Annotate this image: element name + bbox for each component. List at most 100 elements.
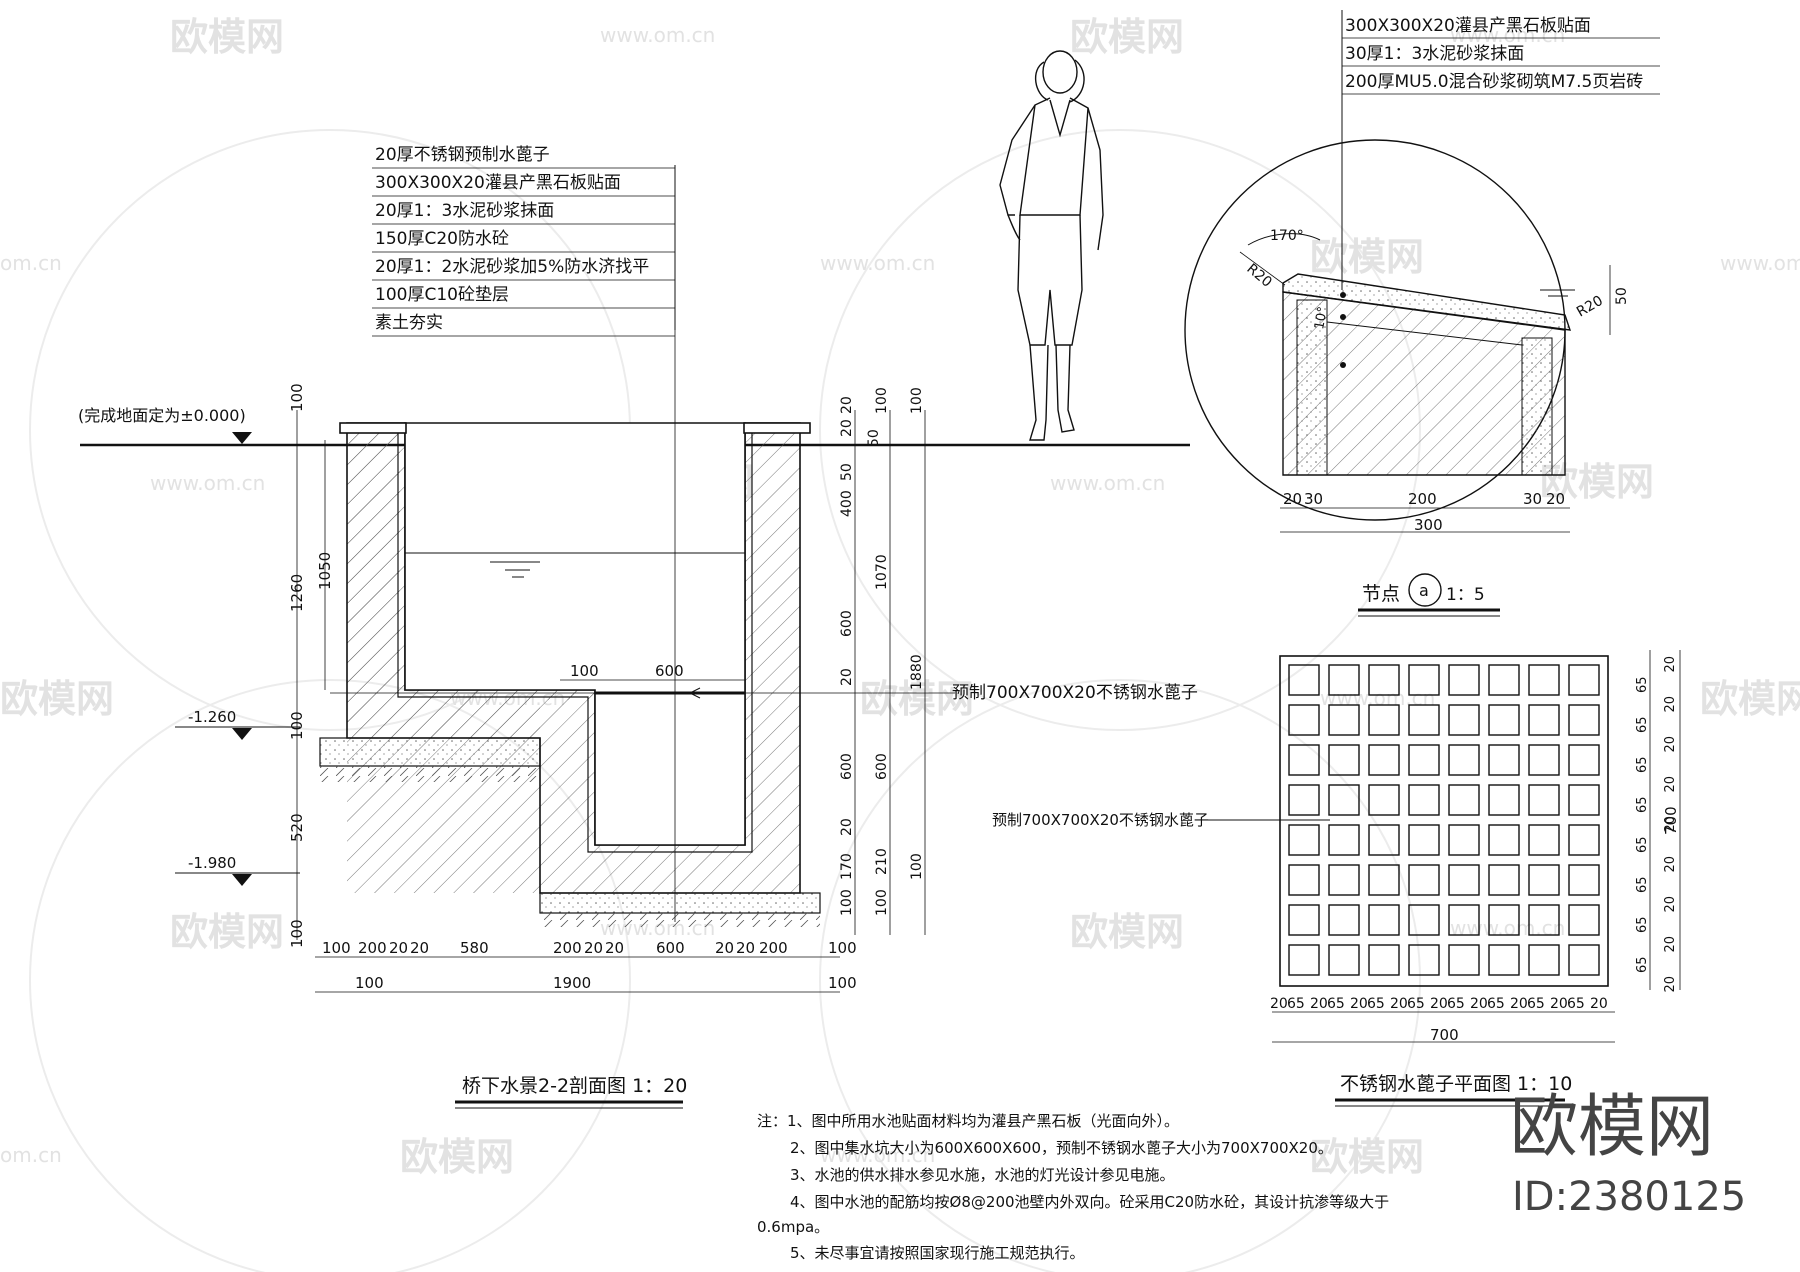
grate-opening — [1288, 864, 1320, 896]
grate-plan-title: 不锈钢水蓖子平面图 1：10 — [1340, 1073, 1572, 1095]
watermark-brand: 欧模网 — [860, 677, 974, 721]
grate-opening — [1448, 744, 1480, 776]
grate-opening — [1288, 904, 1320, 936]
grate-opening — [1528, 664, 1560, 696]
level-marker — [232, 728, 252, 740]
level-marker — [232, 432, 252, 444]
dim-label: 30 — [1304, 490, 1323, 508]
grate-opening — [1408, 704, 1440, 736]
dim-label: 20 — [1270, 996, 1288, 1012]
grate-opening — [1528, 784, 1560, 816]
detail-angle: 170° — [1270, 228, 1304, 244]
dim-label: 20 — [1663, 816, 1678, 833]
dim-label: 20 — [1663, 776, 1678, 793]
grate-opening — [1488, 704, 1520, 736]
grate-opening — [1328, 664, 1360, 696]
grate-bottom-total: 700 — [1430, 1026, 1459, 1044]
dim-label: 100 — [909, 387, 925, 414]
watermark-url: www.om.cn — [820, 1143, 935, 1167]
dim-label: 100 — [288, 919, 306, 948]
dim-label: 50 — [839, 463, 855, 481]
dim-label: 100 — [355, 974, 384, 992]
right-dimension-labels-1: 20 20 50 50 400 600 20 600 20 170 100 — [839, 396, 882, 916]
dim-label: 20 — [839, 668, 855, 686]
grate-opening — [1368, 664, 1400, 696]
note-line: 3、水池的供水排水参见水施，水池的灯光设计参见电施。 — [790, 1166, 1175, 1184]
dim-label: 100 — [909, 853, 925, 880]
dim-label: 65 — [1367, 996, 1385, 1012]
dim-label: 100 — [570, 662, 599, 680]
detail-angle: 10° — [1312, 305, 1331, 330]
grate-opening — [1408, 864, 1440, 896]
grate-outline — [1279, 655, 1609, 987]
grate-plan-label: 预制700X700X20不锈钢水蓖子 — [992, 811, 1209, 829]
watermark-url: om.cn — [0, 1143, 62, 1167]
note-line: 5、未尽事宜请按照国家现行施工规范执行。 — [790, 1244, 1085, 1262]
dim-label: 200 — [1408, 490, 1437, 508]
dim-label: 1900 — [553, 974, 591, 992]
watermark-brand: 欧模网 — [1700, 677, 1800, 721]
step-bedding — [319, 737, 541, 767]
grate-opening — [1368, 824, 1400, 856]
watermark-url: www.om.cn — [1320, 686, 1435, 710]
grate-opening — [1488, 864, 1520, 896]
dim-label: 65 — [1447, 996, 1465, 1012]
dim-label: 1880 — [909, 654, 925, 690]
dim-label: 30 — [1523, 490, 1542, 508]
watermark-url: www.om.cn — [820, 251, 935, 275]
dim-label: 65 — [1635, 876, 1650, 893]
watermark-brand: 欧模网 — [400, 1135, 514, 1179]
grate-opening — [1448, 944, 1480, 976]
grate-opening — [1448, 824, 1480, 856]
grate-opening — [1488, 904, 1520, 936]
dim-label: 100 — [288, 711, 306, 740]
grate-opening — [1408, 824, 1440, 856]
dim-label: 65 — [1567, 996, 1585, 1012]
dim-label: 100 — [828, 974, 857, 992]
level-label-2: -1.980 — [188, 854, 236, 872]
dim-label: 1260 — [288, 574, 306, 612]
watermark-brand: 欧模网 — [1310, 235, 1424, 279]
dim-label: 20 — [1663, 856, 1678, 873]
section-layer-label: 20厚1：2水泥砂浆加5%防水济找平 — [375, 257, 649, 277]
dim-label: 600 — [656, 939, 685, 957]
grate-opening — [1368, 704, 1400, 736]
dim-label: 65 — [1635, 756, 1650, 773]
left-coping — [339, 422, 407, 434]
dim-label: 65 — [1635, 676, 1650, 693]
ground-level-label: (完成地面定为±0.000) — [78, 406, 246, 425]
grate-opening — [1288, 664, 1320, 696]
dim-label: 100 — [828, 939, 857, 957]
grate-opening — [1568, 664, 1600, 696]
grate-opening — [1488, 784, 1520, 816]
dim-label: 65 — [1487, 996, 1505, 1012]
dim-label: 600 — [874, 753, 890, 780]
right-dimension-labels-2: 100 1070 600 210 100 — [874, 387, 890, 916]
detail-radius: R20 — [1574, 293, 1606, 321]
grate-opening — [1328, 864, 1360, 896]
grate-right-total: 700 — [1662, 806, 1680, 835]
dim-label: 200 — [358, 939, 387, 957]
section-layer-label: 100厚C10砼垫层 — [375, 285, 509, 305]
dim-label: 65 — [1635, 796, 1650, 813]
pool-lining — [397, 428, 753, 853]
watermark-url: om.cn — [0, 251, 62, 275]
watermark-brand: 欧模网 — [0, 677, 114, 721]
grate-opening — [1328, 744, 1360, 776]
grate-opening — [1328, 904, 1360, 936]
note-line: 2、图中集水坑大小为600X600X600，预制不锈钢水蓖子大小为700X700… — [790, 1139, 1333, 1157]
dim-label: 20 — [1283, 490, 1302, 508]
dim-label: 20 — [1663, 696, 1678, 713]
dim-label: 65 — [1635, 836, 1650, 853]
grate-opening — [1288, 944, 1320, 976]
dim-label: 600 — [839, 610, 855, 637]
detail-node-drawing: 300X300X20灌县产黑石板贴面 30厚1：3水泥砂浆抹面 200厚MU5.… — [1184, 10, 1660, 617]
detail-radius: R20 — [1243, 261, 1274, 291]
grate-opening — [1408, 664, 1440, 696]
dim-label: 210 — [874, 848, 890, 875]
section-drawing: 20厚不锈钢预制水蓖子 300X300X20灌县产黑石板贴面 20厚1：3水泥砂… — [78, 145, 1198, 1109]
dim-label: 600 — [839, 753, 855, 780]
grate-opening — [1288, 824, 1320, 856]
section-title: 桥下水景2-2剖面图 1：20 — [462, 1075, 687, 1097]
